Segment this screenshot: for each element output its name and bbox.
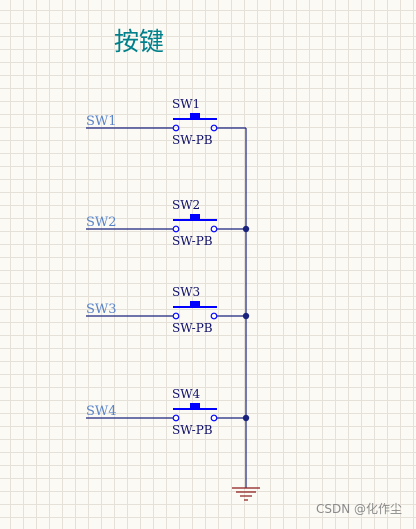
switch-1-designator: SW1 bbox=[172, 97, 200, 111]
switch-4-designator: SW4 bbox=[172, 387, 201, 401]
switch-3-value: SW-PB bbox=[172, 321, 213, 335]
switch-4-terminal-left bbox=[172, 414, 180, 422]
switch-1-terminal-left bbox=[172, 124, 180, 132]
switch-1-value: SW-PB bbox=[172, 133, 213, 147]
switch-2-net-label: SW2 bbox=[86, 215, 117, 230]
switch-3-terminal-right bbox=[210, 312, 218, 320]
switch-2-plunger-cap bbox=[190, 214, 200, 219]
switch-3-designator: SW3 bbox=[172, 285, 200, 299]
switch-4-terminal-right bbox=[210, 414, 218, 422]
switch-3-terminal-left bbox=[172, 312, 180, 320]
switch-4-net-label: SW4 bbox=[86, 404, 117, 419]
switch-4-value: SW-PB bbox=[172, 423, 213, 437]
switch-3-plunger-cap bbox=[190, 301, 200, 306]
switch-1-terminal-right bbox=[210, 124, 218, 132]
watermark: CSDN @化作尘 bbox=[315, 502, 402, 516]
diagram-title: 按键 bbox=[114, 27, 165, 56]
switch-2-designator: SW2 bbox=[172, 198, 200, 212]
switch-2-terminal-left bbox=[172, 225, 180, 233]
circuit-group: SW1SW1SW-PBSW2SW2SW-PBSW3SW3SW-PBSW4SW4S… bbox=[86, 97, 260, 501]
switch-1-plunger-cap bbox=[190, 113, 200, 118]
switch-2-value: SW-PB bbox=[172, 234, 213, 248]
switch-2-terminal-right bbox=[210, 225, 218, 233]
switch-1-net-label: SW1 bbox=[86, 114, 117, 129]
switch-3-net-label: SW3 bbox=[86, 302, 117, 317]
switch-4-plunger-cap bbox=[190, 403, 200, 408]
